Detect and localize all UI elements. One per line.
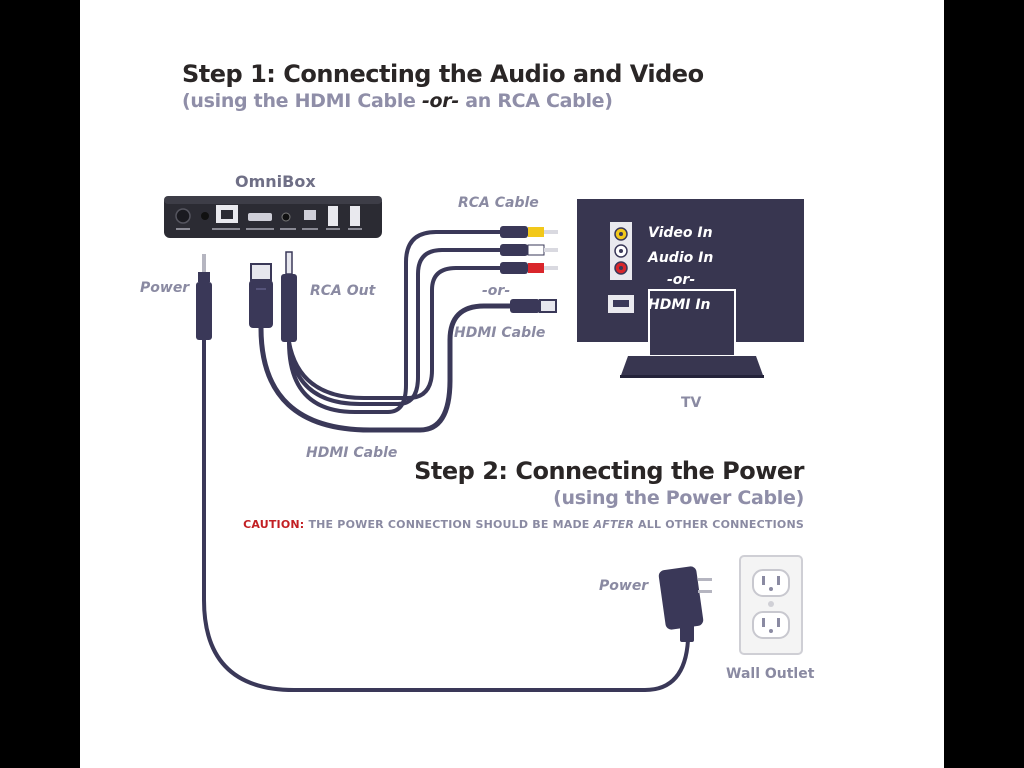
step2-subtitle: (using the Power Cable) [553, 487, 804, 509]
caution-label: CAUTION: [243, 518, 305, 531]
rca-cable-label: RCA Cable [458, 195, 539, 211]
hdmi-plug-box [249, 263, 273, 328]
tv-label: TV [681, 395, 702, 411]
step2-title: Step 2: Connecting the Power [414, 457, 804, 485]
caution-text-after: AFTER [593, 518, 635, 531]
hdmi-cable [258, 303, 515, 433]
power-adapter-label: Power [599, 578, 649, 594]
wall-outlet [739, 555, 803, 655]
power-label-left: Power [140, 280, 190, 296]
hdmi-cable-label-bottom: HDMI Cable [306, 445, 398, 461]
tv-or-label: -or- [667, 272, 696, 288]
rca-plugs-tv [500, 226, 558, 274]
power-adapter [658, 566, 712, 642]
tv-audio-in-label: Audio In [648, 250, 714, 266]
tv-video-in-label: Video In [648, 225, 713, 241]
step1-subtitle: (using the HDMI Cable -or- an RCA Cable) [182, 90, 613, 112]
rca-out-label: RCA Out [310, 283, 376, 299]
tv [577, 199, 804, 378]
diagram-canvas: Step 1: Connecting the Audio and Video (… [80, 0, 944, 768]
hdmi-plug-tv [510, 299, 557, 313]
power-cable [202, 338, 690, 692]
wiring-diagram [164, 196, 804, 692]
step1-title: Step 1: Connecting the Audio and Video [182, 60, 704, 88]
caution-text-pre: THE POWER CONNECTION SHOULD BE MADE [304, 518, 594, 531]
step1-subtitle-pre: (using the HDMI Cable [182, 90, 422, 112]
step1-subtitle-post: an RCA Cable) [458, 90, 613, 112]
step1-subtitle-or: -or- [421, 90, 459, 112]
rca-plug-box [281, 251, 297, 342]
power-plug-box [196, 254, 212, 340]
rca-cable-yellow [287, 230, 502, 414]
or-label-middle: -or- [482, 283, 511, 299]
rca-cable-red [287, 266, 502, 400]
caution-text-post: ALL OTHER CONNECTIONS [634, 518, 804, 531]
tv-hdmi-in-label: HDMI In [648, 297, 711, 313]
omnibox-device [164, 196, 382, 238]
wall-outlet-label: Wall Outlet [726, 666, 815, 682]
rca-cable-white [287, 248, 502, 406]
caution-note: CAUTION: THE POWER CONNECTION SHOULD BE … [243, 518, 804, 531]
hdmi-cable-label-top: HDMI Cable [454, 325, 546, 341]
omnibox-label: OmniBox [235, 172, 316, 191]
